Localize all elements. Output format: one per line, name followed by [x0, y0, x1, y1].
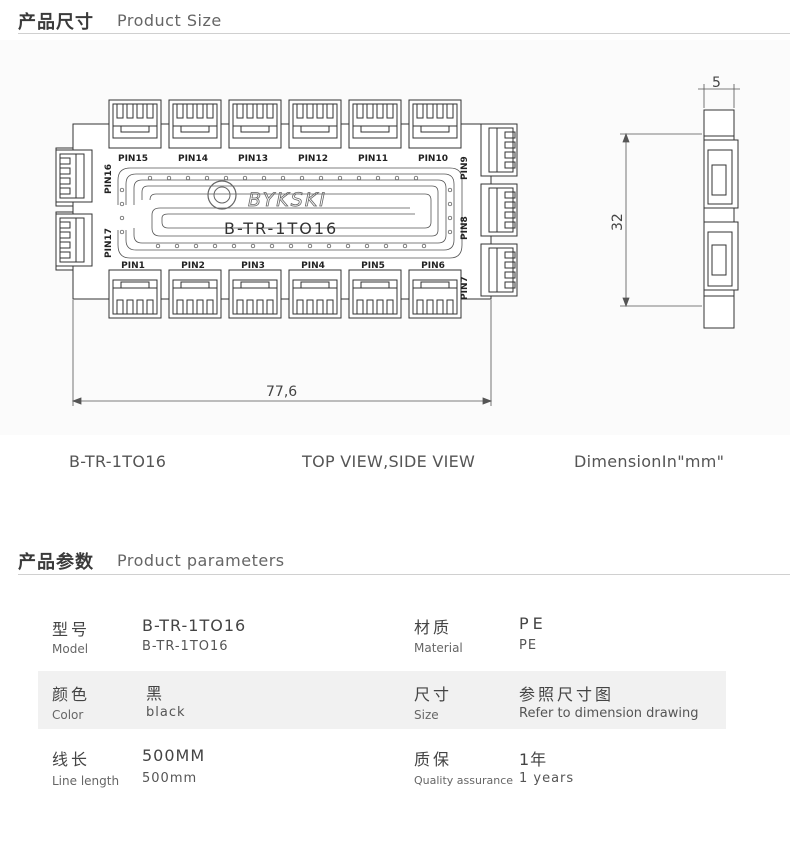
connector-right [480, 183, 518, 237]
width-dimension-label: 77,6 [266, 384, 297, 400]
connector-bottom [108, 269, 162, 319]
param-label-cn: 线长 [52, 750, 91, 769]
height-dimension-label: 32 [610, 213, 626, 231]
product-size-title-en: Product Size [117, 11, 222, 30]
param-value: 参照尺寸图 [519, 685, 615, 704]
pin-label: PIN4 [301, 261, 325, 271]
param-label-en: Quality assurance [414, 774, 514, 787]
param-value-en: black [146, 705, 186, 720]
connector-left [55, 149, 93, 203]
param-label-cn: 颜色 [52, 685, 91, 704]
pin-label: PIN12 [298, 154, 328, 164]
caption-model: B-TR-1TO16 [69, 452, 167, 471]
connector-top [168, 99, 222, 149]
board-logo-text: BYKSKI [248, 189, 327, 211]
connector-bottom [408, 269, 462, 319]
pin-label: PIN1 [121, 261, 145, 271]
product-parameters-title-en: Product parameters [117, 551, 285, 570]
param-value-en: Refer to dimension drawing [519, 706, 699, 721]
pin-label: PIN6 [421, 261, 445, 271]
depth-dimension-label: 5 [712, 75, 721, 91]
caption-unit: DimensionIn"mm" [574, 452, 725, 471]
connector-right [480, 123, 518, 177]
pin-label: PIN14 [178, 154, 208, 164]
pin-label: PIN3 [241, 261, 265, 271]
param-row-line-length: 线长 Line length 500MM 500mm 质保 Quality as… [38, 736, 726, 794]
param-label-cn: 尺寸 [414, 685, 453, 704]
pin-label: PIN11 [358, 154, 388, 164]
param-label-cn: 材质 [414, 618, 453, 637]
param-value-en: PE [519, 638, 538, 653]
width-dimension [71, 300, 493, 406]
connector-left [55, 213, 93, 267]
pin-label: PIN13 [238, 154, 268, 164]
pin-label: PIN10 [418, 154, 448, 164]
param-value: 黑 [146, 684, 164, 703]
param-value-en: 1 years [519, 771, 575, 786]
pin-label: PIN17 [104, 228, 114, 258]
connector-bottom [288, 269, 342, 319]
section-divider [18, 33, 790, 34]
param-label-en: Material [414, 641, 463, 655]
param-value-en: B-TR-1TO16 [142, 639, 229, 654]
connector-top [108, 99, 162, 149]
param-label-cn: 型号 [52, 620, 91, 639]
pin-label: PIN5 [361, 261, 385, 271]
section-divider [18, 574, 790, 575]
param-value: 1年 [519, 750, 548, 769]
param-label-en: Line length [52, 774, 120, 788]
caption-views: TOP VIEW,SIDE VIEW [302, 452, 476, 471]
product-size-title-cn: 产品尺寸 [18, 12, 94, 33]
param-value-en: 500mm [142, 771, 198, 786]
pin-label: PIN8 [460, 216, 470, 240]
param-value: 500MM [142, 746, 206, 765]
param-label-en: Size [414, 708, 439, 722]
pin-label: PIN9 [460, 156, 470, 180]
board-model-label: B-TR-1TO16 [224, 219, 338, 238]
connector-bottom [168, 269, 222, 319]
param-row-model: 型号 Model B-TR-1TO16 B-TR-1TO16 材质 Materi… [38, 608, 726, 666]
connector-top [228, 99, 282, 149]
product-parameters-title-cn: 产品参数 [18, 552, 94, 573]
param-value: PE [519, 614, 547, 633]
param-value: B-TR-1TO16 [142, 616, 247, 635]
connector-bottom [228, 269, 282, 319]
pin-label: PIN15 [118, 154, 148, 164]
param-label-cn: 质保 [414, 750, 453, 769]
product-size-header: 产品尺寸 Product Size [0, 6, 790, 42]
pin-label: PIN7 [460, 276, 470, 300]
param-label-en: Model [52, 642, 89, 656]
pin-label: PIN2 [181, 261, 205, 271]
param-label-en: Color [52, 708, 84, 722]
connector-bottom [348, 269, 402, 319]
splitter-board-side-view [703, 109, 739, 329]
connector-top [288, 99, 342, 149]
product-parameters-header: 产品参数 Product parameters [0, 546, 790, 582]
connector-right [480, 243, 518, 297]
connector-top [348, 99, 402, 149]
param-row-color: 颜色 Color 黑 black 尺寸 Size 参照尺寸图 Refer to … [38, 671, 726, 729]
connector-top [408, 99, 462, 149]
pin-label: PIN16 [104, 164, 114, 194]
